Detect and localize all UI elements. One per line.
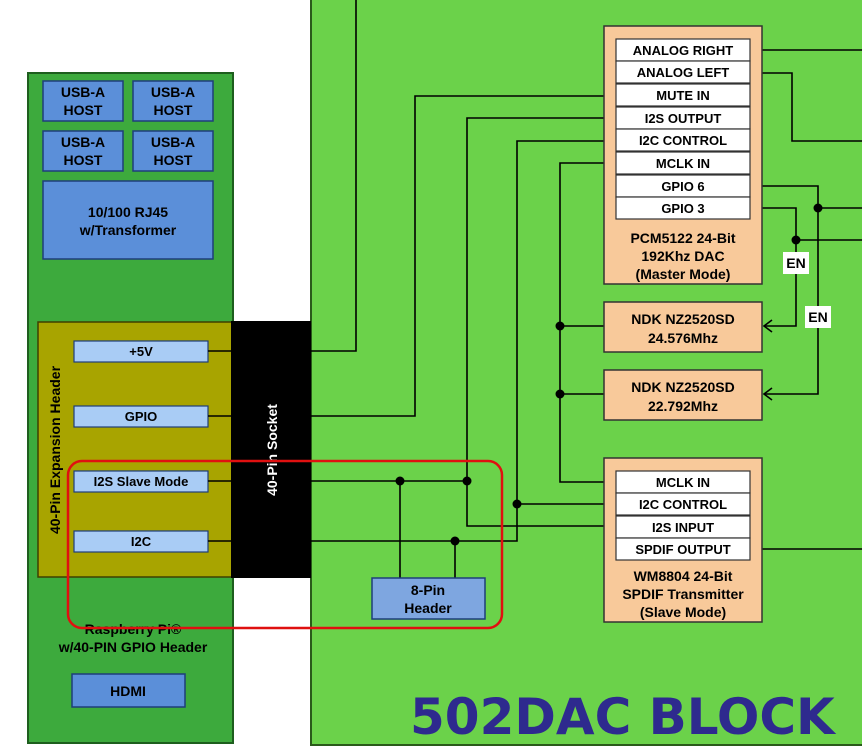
junction-dots: [395, 203, 823, 546]
rj45-port: 10/100 RJ45 w/Transformer: [42, 180, 214, 260]
svg-text:HOST: HOST: [154, 152, 193, 168]
svg-text:ANALOG LEFT: ANALOG LEFT: [637, 65, 729, 80]
svg-text:PCM5122 24-Bit: PCM5122 24-Bit: [630, 230, 735, 246]
dac-pin: ANALOG LEFT: [615, 60, 751, 84]
oscillator-22792: NDK NZ2520SD 22.792Mhz: [603, 369, 763, 421]
svg-text:10/100 RJ45: 10/100 RJ45: [88, 204, 168, 220]
svg-text:22.792Mhz: 22.792Mhz: [648, 398, 718, 414]
dac-pin: MCLK IN: [615, 151, 751, 175]
dac-pin: I2C CONTROL: [615, 128, 751, 152]
hdmi-port: HDMI: [71, 673, 186, 708]
dac-pin: MUTE IN: [615, 83, 751, 107]
svg-text:I2S Slave Mode: I2S Slave Mode: [94, 474, 189, 489]
svg-text:USB-A: USB-A: [61, 134, 105, 150]
svg-text:USB-A: USB-A: [151, 84, 195, 100]
svg-text:GPIO: GPIO: [125, 409, 158, 424]
usb-port: USB-A HOST: [132, 80, 214, 122]
svg-text:EN: EN: [808, 309, 827, 325]
oscillator-24576: NDK NZ2520SD 24.576Mhz: [603, 301, 763, 353]
svg-text:+5V: +5V: [129, 344, 153, 359]
spdif-chip: MCLK IN I2C CONTROL I2S INPUT SPDIF OUTP…: [603, 457, 763, 623]
header-pin-gpio: GPIO: [73, 405, 209, 428]
pin-socket: [231, 321, 311, 578]
dac-pin: GPIO 6: [615, 174, 751, 198]
svg-text:I2C CONTROL: I2C CONTROL: [639, 133, 727, 148]
spdif-pin: MCLK IN: [615, 470, 751, 494]
raspberry-pi-sublabel: w/40-PIN GPIO Header: [58, 639, 208, 655]
svg-text:SPDIF OUTPUT: SPDIF OUTPUT: [635, 542, 730, 557]
svg-text:MCLK IN: MCLK IN: [656, 475, 710, 490]
svg-text:GPIO 3: GPIO 3: [661, 201, 704, 216]
usb-port: USB-A HOST: [132, 130, 214, 172]
svg-text:24.576Mhz: 24.576Mhz: [648, 330, 718, 346]
board-title: 502DAC BLOCK: [410, 688, 837, 746]
svg-text:8-Pin: 8-Pin: [411, 582, 445, 598]
svg-text:I2S INPUT: I2S INPUT: [652, 520, 714, 535]
svg-text:GPIO 6: GPIO 6: [661, 179, 704, 194]
usb-port: USB-A HOST: [42, 130, 124, 172]
svg-text:192Khz DAC: 192Khz DAC: [641, 248, 724, 264]
spdif-pin: I2C CONTROL: [615, 492, 751, 516]
svg-text:WM8804 24-Bit: WM8804 24-Bit: [634, 568, 733, 584]
svg-text:EN: EN: [786, 255, 805, 271]
enable-label: EN: [805, 306, 831, 328]
svg-text:(Slave Mode): (Slave Mode): [640, 604, 726, 620]
usb-port: USB-A HOST: [42, 80, 124, 122]
enable-label: EN: [783, 252, 809, 274]
eight-pin-header: 8-Pin Header: [371, 577, 486, 620]
svg-text:USB-A: USB-A: [61, 84, 105, 100]
svg-text:I2S OUTPUT: I2S OUTPUT: [645, 111, 722, 126]
header-pin-5v: +5V: [73, 340, 209, 363]
svg-text:I2C: I2C: [131, 534, 152, 549]
dac-pin: GPIO 3: [615, 196, 751, 220]
expansion-header-label: 40-Pin Expansion Header: [47, 365, 63, 534]
svg-text:NDK NZ2520SD: NDK NZ2520SD: [631, 379, 734, 395]
svg-text:(Master Mode): (Master Mode): [636, 266, 731, 282]
svg-text:w/Transformer: w/Transformer: [79, 222, 177, 238]
dac-chip: ANALOG RIGHT ANALOG LEFT MUTE IN I2S OUT…: [603, 25, 763, 285]
svg-text:HOST: HOST: [64, 102, 103, 118]
svg-text:HOST: HOST: [64, 152, 103, 168]
highlight-box: [66, 459, 504, 630]
svg-text:MUTE IN: MUTE IN: [656, 88, 709, 103]
svg-text:ANALOG RIGHT: ANALOG RIGHT: [633, 43, 733, 58]
svg-text:USB-A: USB-A: [151, 134, 195, 150]
dac-pin: I2S OUTPUT: [615, 106, 751, 130]
svg-text:I2C CONTROL: I2C CONTROL: [639, 497, 727, 512]
dac-pin: ANALOG RIGHT: [615, 38, 751, 62]
spdif-pin: SPDIF OUTPUT: [615, 537, 751, 561]
svg-text:HDMI: HDMI: [110, 683, 146, 699]
svg-text:NDK NZ2520SD: NDK NZ2520SD: [631, 311, 734, 327]
spdif-pin: I2S INPUT: [615, 515, 751, 539]
pin-socket-label: 40-Pin Socket: [264, 404, 280, 496]
header-pin-i2c: I2C: [73, 530, 209, 553]
svg-text:Header: Header: [404, 600, 452, 616]
dac-board: [310, 0, 862, 746]
header-pin-i2s: I2S Slave Mode: [73, 470, 209, 493]
svg-text:MCLK IN: MCLK IN: [656, 156, 710, 171]
svg-text:HOST: HOST: [154, 102, 193, 118]
svg-text:SPDIF Transmitter: SPDIF Transmitter: [622, 586, 744, 602]
